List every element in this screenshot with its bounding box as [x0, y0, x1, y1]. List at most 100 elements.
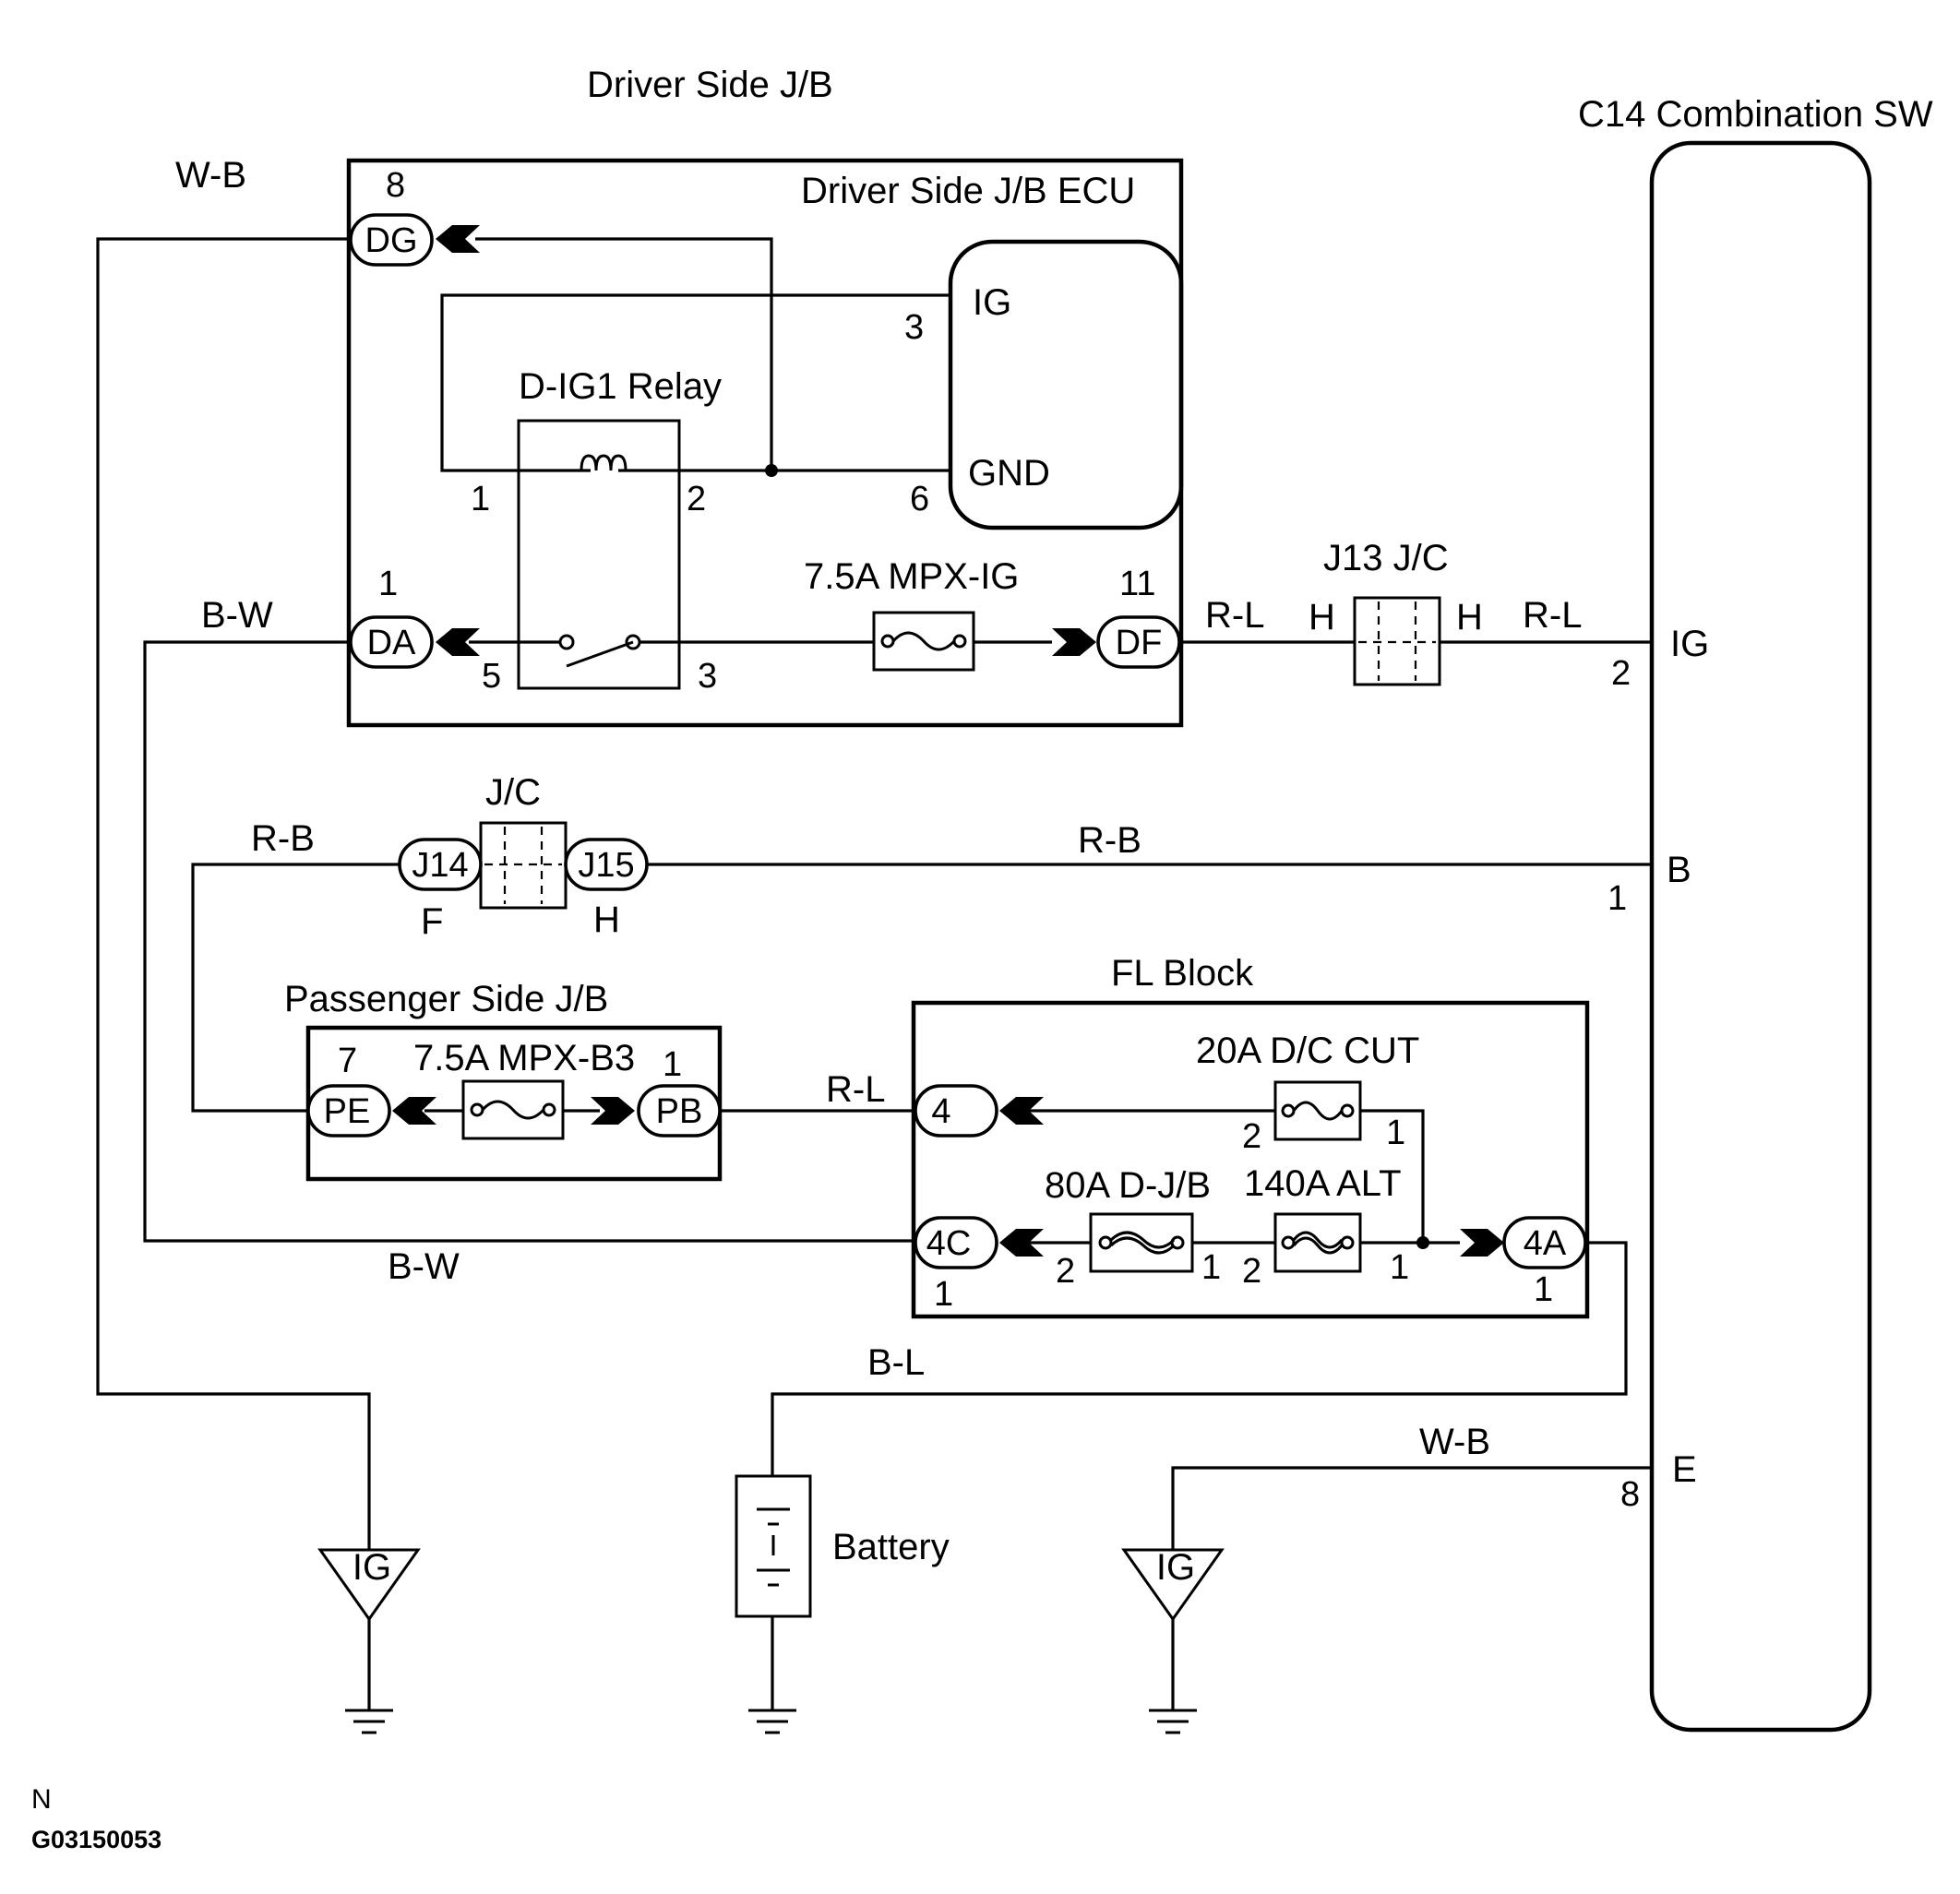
wire-bl: B-L [867, 1342, 925, 1383]
arrow-dg [436, 225, 480, 253]
pin-alt-1: 1 [1390, 1248, 1409, 1287]
wire-rb-left: R-B [251, 818, 315, 859]
connector-j15-label: J15 [578, 846, 634, 885]
jc-title: J/C [485, 772, 541, 813]
wire-rl-sw: R-L [1523, 595, 1582, 636]
pin-pb: 1 [663, 1045, 682, 1084]
wire-rb-right: R-B [1078, 820, 1141, 861]
wire-rl-pb: R-L [826, 1069, 885, 1110]
connector-da [349, 615, 434, 669]
j14-side-pin: F [421, 901, 443, 942]
pin-dc-cut-2: 2 [1242, 1117, 1261, 1156]
relay-pin-5: 5 [482, 657, 501, 696]
j13-title: J13 J/C [1323, 538, 1449, 578]
j13-left-pin: H [1309, 597, 1335, 637]
wire-rl-df: R-L [1205, 595, 1264, 636]
fl-junction-dot [1416, 1236, 1429, 1249]
pin-djb-1: 1 [1201, 1248, 1221, 1287]
pin-dg: 8 [386, 166, 405, 205]
fuse-alt-label: 140A ALT [1244, 1163, 1402, 1204]
wire-bw-bottom: B-W [388, 1246, 460, 1287]
connector-fl4-label: 4 [931, 1092, 950, 1131]
ground-left [317, 1548, 421, 1734]
jc-junction [479, 821, 568, 910]
relay-box [517, 419, 681, 690]
arrow-fl4c [999, 1229, 1044, 1257]
wire-wb-bottom: W-B [1419, 1422, 1490, 1462]
footer-code: N [31, 1784, 52, 1815]
sw-pin-b: 1 [1607, 879, 1627, 918]
connector-fl4a-label: 4A [1524, 1224, 1567, 1263]
fuse-mpx-b3-label: 7.5A MPX-B3 [413, 1038, 635, 1078]
connector-pb-label: PB [656, 1092, 703, 1131]
relay-coil-icon [580, 454, 627, 471]
combination-sw-title: C14 Combination SW [1578, 94, 1933, 135]
pin-alt-2: 2 [1242, 1252, 1261, 1291]
connector-j15 [564, 838, 649, 891]
driver-jb-ecu-box [346, 158, 1184, 728]
pin-djb-2: 2 [1056, 1252, 1075, 1291]
arrow-fl4a [1460, 1229, 1504, 1257]
arrow-fl4 [999, 1097, 1044, 1125]
sw-pin-ig: 2 [1611, 654, 1631, 693]
ground-right [1121, 1548, 1225, 1734]
sw-terminal-e: E [1672, 1449, 1697, 1490]
connector-dg [349, 213, 434, 267]
fuse-dc-cut-icon [1273, 1080, 1362, 1141]
fl-block-box [911, 1000, 1590, 1319]
fuse-mpx-ig-icon [872, 611, 975, 672]
connector-fl4 [914, 1084, 998, 1138]
sw-terminal-b: B [1667, 850, 1691, 890]
ecu-ig-terminal: IG [973, 282, 1011, 323]
j13-right-pin: H [1456, 597, 1483, 637]
pin-df: 11 [1119, 565, 1155, 603]
relay-pin-2: 2 [687, 480, 706, 518]
ecu-gnd-pin: 6 [910, 480, 929, 518]
arrow-df [1052, 628, 1096, 656]
connector-df-label: DF [1116, 624, 1163, 662]
figure-id: G03150053 [31, 1826, 161, 1853]
ecu-ig-pin: 3 [904, 308, 924, 347]
connector-pe-label: PE [324, 1092, 371, 1131]
j13-junction [1353, 596, 1441, 686]
relay-switch-icon [558, 634, 641, 668]
pin-fl4a: 1 [1534, 1270, 1553, 1309]
sw-pin-e: 8 [1620, 1475, 1640, 1514]
wire-bw-top: B-W [201, 595, 273, 636]
fuse-mpx-b3-icon [461, 1079, 565, 1140]
connector-j14-label: J14 [412, 846, 468, 885]
sw-terminal-ig: IG [1670, 624, 1709, 664]
connector-da-label: DA [367, 624, 416, 662]
pin-fl4c: 1 [934, 1275, 953, 1314]
wire-wb-top: W-B [175, 155, 246, 196]
ground-left-label: IG [353, 1547, 391, 1588]
connector-fl4c-label: 4C [926, 1224, 972, 1263]
connector-df [1096, 615, 1181, 669]
fuse-dc-cut-label: 20A D/C CUT [1196, 1030, 1419, 1071]
fuse-djb-label: 80A D-J/B [1045, 1165, 1211, 1206]
pin-pe: 7 [338, 1042, 357, 1080]
wires [96, 237, 1652, 1710]
arrow-da [436, 628, 480, 656]
fuse-alt-icon [1273, 1212, 1362, 1273]
connector-fl4c [914, 1216, 998, 1269]
connector-fl4a [1502, 1216, 1587, 1269]
j15-side-pin: H [593, 899, 620, 940]
passenger-jb-title: Passenger Side J/B [284, 979, 608, 1019]
relay-title: D-IG1 Relay [519, 366, 722, 407]
junction-dot [765, 464, 778, 477]
arrow-pb [591, 1097, 635, 1125]
relay-pin-1: 1 [471, 480, 490, 518]
connector-dg-label: DG [365, 221, 418, 260]
combination-sw-box [1649, 140, 1872, 1733]
ecu-gnd-terminal: GND [968, 453, 1050, 494]
connector-pb [637, 1084, 722, 1138]
driver-jb-ecu-title: Driver Side J/B ECU [801, 171, 1135, 211]
pin-da: 1 [378, 565, 398, 603]
fl-internal-wires [1022, 1109, 1460, 1245]
battery-icon [735, 1474, 812, 1734]
arrow-pe [392, 1097, 436, 1125]
driver-jb-title: Driver Side J/B [587, 65, 833, 105]
ecu-module [948, 239, 1184, 530]
